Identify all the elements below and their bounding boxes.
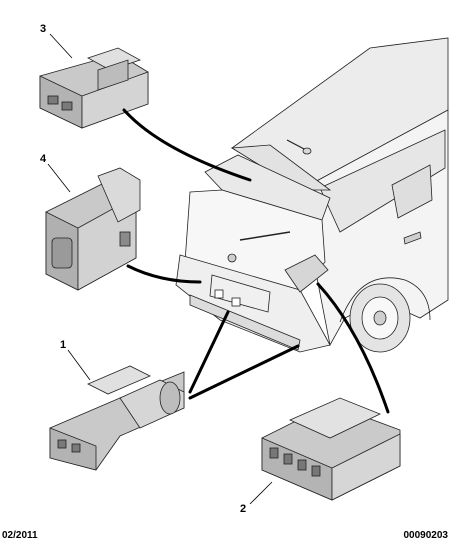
callout-4: 4 (40, 153, 47, 165)
connector-2 (261, 397, 401, 501)
date-code: 02/2011 (2, 530, 38, 541)
connector-1 (49, 365, 185, 471)
reference-code: 00090203 (403, 530, 449, 541)
connector-3 (39, 47, 149, 129)
harness-lines (122, 108, 390, 414)
callout-1: 1 (60, 339, 66, 351)
callout-2: 2 (240, 503, 246, 515)
car-rear-view (175, 37, 449, 353)
callout-3: 3 (40, 23, 46, 35)
connector-4 (45, 167, 141, 291)
callout-leaders (47, 33, 273, 505)
